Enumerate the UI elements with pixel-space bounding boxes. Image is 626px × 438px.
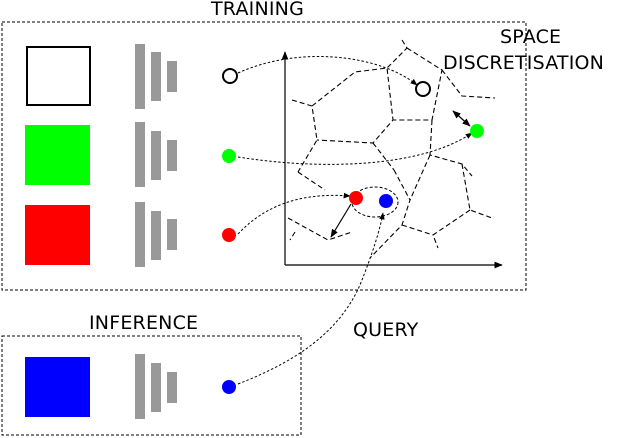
training-title: TRAINING (211, 0, 304, 20)
sample-red-square (25, 205, 90, 265)
dashed-arrow-icon (237, 55, 473, 385)
space-point-green (470, 124, 484, 138)
encoder-bars-icon (135, 44, 177, 109)
embedding-point-icon (222, 228, 236, 242)
inference-title: INFERENCE (89, 312, 199, 334)
sample-green-square (25, 125, 90, 185)
voronoi-cells (287, 39, 496, 259)
training-box (1, 21, 527, 291)
encoder-bars-icon (135, 202, 177, 267)
space-point-white (415, 81, 431, 97)
sample-blue-square (25, 357, 90, 417)
query-label: QUERY (353, 319, 419, 341)
space-discretisation-title-line2: DISCRETISATION (443, 52, 605, 74)
sample-white-square (26, 46, 91, 106)
space-axes (281, 51, 503, 269)
embedding-point-icon (222, 380, 236, 394)
embedding-point-icon (222, 149, 236, 163)
space-point-red (349, 191, 363, 205)
space-discretisation-title-line1: SPACE (500, 26, 562, 48)
encoder-bars-icon (135, 354, 177, 419)
embedding-point-icon (222, 68, 238, 84)
encoder-bars-icon (135, 122, 177, 187)
neighbor-arrows (330, 110, 471, 238)
space-point-blue (379, 194, 393, 208)
query-neighborhood (351, 186, 399, 218)
inference-box (1, 335, 302, 436)
